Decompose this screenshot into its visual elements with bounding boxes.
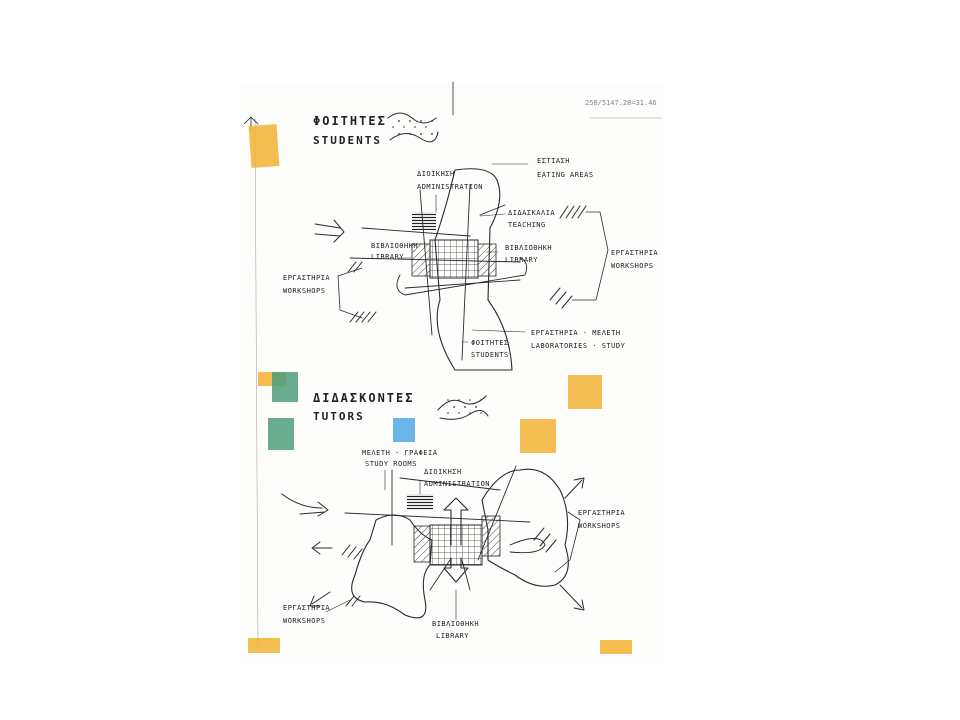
students-label-library-right-en: LIBRARY — [505, 256, 538, 264]
tutors-label-admin-gr: ΔΙΟΙΚΗΣΗ — [424, 468, 462, 476]
tutors-library-right — [481, 515, 501, 557]
tape-green — [268, 418, 294, 450]
tutors-workshop-hatch-left — [341, 544, 363, 560]
students-label-admin-gr: ΔΙΟΙΚΗΣΗ — [417, 170, 455, 178]
tutors-exit-arrow-left-low-icon — [309, 591, 331, 607]
tape-blue — [393, 418, 415, 442]
students-label-lab-gr: ΕΡΓΑΣΤΗΡΙΑ · ΜΕΛΕΤΗ — [531, 329, 621, 337]
tutors-label-workshops-left-gr: ΕΡΓΑΣΤΗΡΙΑ — [283, 604, 330, 612]
students-admin-block — [412, 212, 436, 230]
students-workshop-brace-left — [337, 267, 363, 319]
tape-yellow — [520, 419, 556, 453]
students-library-right — [477, 243, 497, 277]
tutors-leader-lines — [325, 469, 457, 621]
tutors-label-admin-en: ADMINISTRATION — [424, 480, 490, 488]
tutors-admin-block — [407, 494, 433, 510]
tutors-axis-lines — [344, 465, 546, 591]
students-label-library-left-en: LIBRARY — [371, 253, 404, 261]
tutors-diagram: ΔΙΔΑΣΚΟΝΤΕΣ TUTORS ΜΕΛΕΤΗ · ΓΡΑΦΕΙΑ STUD… — [281, 391, 625, 640]
students-title-greek: ΦΟΙΤΗΤΕΣ — [313, 114, 387, 128]
tutors-label-study-gr: ΜΕΛΕΤΗ · ΓΡΑΦΕΙΑ — [362, 449, 438, 457]
tutors-flow-blob-right — [481, 468, 569, 587]
tutors-exit-arrow-left-icon — [311, 541, 333, 555]
students-label-library-left-gr: ΒΙΒΛΙΟΘΗΚΗ — [371, 242, 418, 250]
students-label-workshops-right-gr: ΕΡΓΑΣΤΗΡΙΑ — [611, 249, 658, 257]
students-label-students-gr: ΦΟΙΤΗΤΕΣ — [471, 339, 509, 347]
tutors-title-english: TUTORS — [313, 410, 365, 423]
corner-note: 258/5147.28=31.46 — [585, 99, 657, 107]
students-title-dots — [392, 118, 436, 136]
students-label-teaching-gr: ΔΙΔΑΣΚΑΛΙΑ — [508, 209, 555, 217]
students-label-workshops-right-en: WORKSHOPS — [611, 262, 653, 270]
students-teaching-hub — [429, 239, 479, 279]
students-diagram: ΦΟΙΤΗΤΕΣ STUDENTS ΕΣΤΙΑΣΗ EATING AREAS Δ… — [283, 112, 658, 371]
tutors-title-greek: ΔΙΔΑΣΚΟΝΤΕΣ — [313, 391, 414, 405]
students-label-dining-gr: ΕΣΤΙΑΣΗ — [537, 157, 570, 165]
students-label-lab-en: LABORATORIES · STUDY — [531, 342, 626, 350]
tape-green — [272, 372, 298, 402]
tape-yellow — [568, 375, 602, 409]
students-leader-lines — [397, 163, 529, 343]
students-entry-arrow-icon — [314, 219, 345, 243]
tape-yellow — [248, 638, 280, 653]
students-workshop-hatch-right-top — [559, 205, 587, 219]
tutors-library-left — [413, 525, 431, 563]
tutors-label-workshops-right-en: WORKSHOPS — [578, 522, 620, 530]
tutors-label-study-en: STUDY ROOMS — [365, 460, 417, 468]
tutors-workshop-hatch-left-low — [345, 595, 361, 607]
students-title-english: STUDENTS — [313, 134, 382, 147]
tutors-entry-arrow-icon — [281, 493, 329, 517]
students-label-teaching-en: TEACHING — [508, 221, 546, 229]
students-label-students-en: STUDENTS — [471, 351, 509, 359]
margin-line — [254, 117, 259, 651]
students-label-dining-en: EATING AREAS — [537, 171, 594, 179]
students-workshop-hatch-right-bottom — [549, 287, 573, 309]
tutors-up-arrow-icon — [443, 497, 469, 546]
tutors-center-grid — [429, 524, 483, 566]
students-axis-lines — [349, 184, 528, 361]
tutors-exit-arrow-right-low-icon — [559, 584, 585, 611]
tutors-label-workshops-right-gr: ΕΡΓΑΣΤΗΡΙΑ — [578, 509, 625, 517]
tutors-down-arrow-icon — [443, 557, 469, 583]
students-label-library-right-gr: ΒΙΒΛΙΟΘΗΚΗ — [505, 244, 552, 252]
students-label-workshops-left-gr: ΕΡΓΑΣΤΗΡΙΑ — [283, 274, 330, 282]
tutors-exit-arrow-right-icon — [564, 477, 585, 499]
students-label-admin-en: ADMINISTRATION — [417, 183, 483, 191]
students-label-workshops-left-en: WORKSHOPS — [283, 287, 325, 295]
tutors-title-dots — [444, 398, 484, 416]
students-flow-band — [434, 168, 513, 371]
tape-yellow — [600, 640, 632, 654]
tutors-label-workshops-left-en: WORKSHOPS — [283, 617, 325, 625]
tape-yellow — [248, 124, 280, 168]
tutors-workshop-brace — [554, 511, 581, 573]
tutors-label-library-en: LIBRARY — [436, 632, 469, 640]
tutors-flow-blob-left — [351, 514, 433, 619]
tutors-label-library-gr: ΒΙΒΛΙΟΘΗΚΗ — [432, 620, 479, 628]
tutors-workshop-hatch-right — [533, 527, 557, 553]
students-workshop-brace-right — [571, 211, 609, 301]
